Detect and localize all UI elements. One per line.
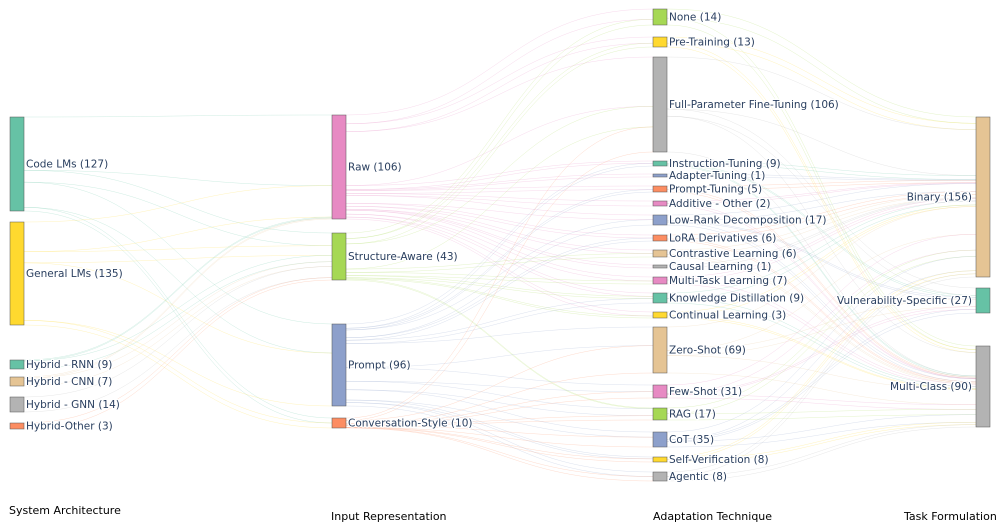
node-label-ad-causal: Causal Learning (1) xyxy=(669,261,771,273)
node-ad-lorad[interactable] xyxy=(652,234,668,242)
node-label-ad-pre: Pre-Training (13) xyxy=(669,37,755,49)
node-label-arch-code: Code LMs (127) xyxy=(26,159,108,171)
node-ad-contr[interactable] xyxy=(652,249,668,258)
link-in_raw-to-ad_none[interactable] xyxy=(345,8,654,125)
node-arch-rnn[interactable] xyxy=(9,359,25,370)
nodes-layer xyxy=(9,8,991,482)
node-label-in-struct: Structure-Aware (43) xyxy=(348,251,458,263)
node-arch-gnn[interactable] xyxy=(9,396,25,413)
node-label-in-prompt: Prompt (96) xyxy=(348,360,411,372)
link-in_prompt-to-ad_inst[interactable] xyxy=(345,163,654,329)
node-label-arch-gen: General LMs (135) xyxy=(26,268,123,280)
link-arch_gen-to-in_struct[interactable] xyxy=(23,245,333,264)
links-layer xyxy=(23,8,977,482)
node-label-ad-cl: Continual Learning (3) xyxy=(669,310,786,322)
node-label-ad-mtl: Multi-Task Learning (7) xyxy=(669,275,787,287)
link-ad_pre-to-task_bin[interactable] xyxy=(666,36,977,130)
stage-title-input-representation: Input Representation xyxy=(331,510,447,523)
node-arch-gen[interactable] xyxy=(9,221,25,326)
node-label-ad-selfv: Self-Verification (8) xyxy=(669,454,769,466)
link-in_raw-to-ad_lorad[interactable] xyxy=(345,203,654,239)
link-in_struct-to-ad_pre[interactable] xyxy=(345,42,654,245)
node-label-ad-ptune: Prompt-Tuning (5) xyxy=(669,184,762,196)
node-label-ad-adapt: Adapter-Tuning (1) xyxy=(669,170,765,182)
node-label-ad-zero: Zero-Shot (69) xyxy=(669,345,746,357)
link-in_prompt-to-ad_agent[interactable] xyxy=(345,402,654,477)
link-in_struct-to-ad_mtl[interactable] xyxy=(345,272,654,285)
labels-layer: Code LMs (127) General LMs (135) Hybrid - … xyxy=(25,10,974,484)
link-in_raw-to-ad_contr[interactable] xyxy=(345,206,654,254)
node-ad-cl[interactable] xyxy=(652,311,668,319)
node-ad-ptune[interactable] xyxy=(652,185,668,193)
node-ad-kd[interactable] xyxy=(652,292,668,304)
node-ad-agent[interactable] xyxy=(652,471,668,482)
node-label-ad-inst: Instruction-Tuning (9) xyxy=(669,158,781,170)
stage-title-adaptation-technique: Adaptation Technique xyxy=(653,510,772,523)
node-label-ad-agent: Agentic (8) xyxy=(669,471,727,483)
link-arch_code-to-in_raw[interactable] xyxy=(23,114,333,186)
node-label-ad-few: Few-Shot (31) xyxy=(669,386,742,398)
node-in-conv[interactable] xyxy=(331,417,347,429)
link-in_raw-to-ad_mtl[interactable] xyxy=(345,209,654,282)
link-in_raw-to-ad_add[interactable] xyxy=(345,193,654,207)
node-label-arch-cnn: Hybrid - CNN (7) xyxy=(26,376,112,388)
node-in-raw[interactable] xyxy=(331,114,347,220)
node-in-struct[interactable] xyxy=(331,232,347,281)
node-label-ad-lorad: LoRA Derivatives (6) xyxy=(669,233,776,245)
node-label-ad-lora: Low-Rank Decomposition (17) xyxy=(669,215,827,227)
node-label-task-vuln: Vulnerability-Specific (27) xyxy=(837,295,972,307)
link-in_conv-to-ad_zero[interactable] xyxy=(345,345,654,424)
node-arch-code[interactable] xyxy=(9,116,25,212)
stage-title-system-architecture: System Architecture xyxy=(9,504,121,517)
node-label-ad-kd: Knowledge Distillation (9) xyxy=(669,293,804,305)
stage-titles: System Architecture Input Representation… xyxy=(9,504,997,523)
link-in_raw-to-ad_lora[interactable] xyxy=(345,195,654,220)
node-label-ad-rag: RAG (17) xyxy=(669,409,716,421)
node-arch-oth[interactable] xyxy=(9,422,25,430)
node-in-prompt[interactable] xyxy=(331,323,347,407)
node-label-in-raw: Raw (106) xyxy=(348,162,402,174)
node-ad-cot[interactable] xyxy=(652,431,668,448)
node-arch-cnn[interactable] xyxy=(9,376,25,387)
node-label-ad-none: None (14) xyxy=(669,12,721,24)
node-ad-mtl[interactable] xyxy=(652,276,668,285)
link-in_raw-to-ad_ptune[interactable] xyxy=(345,185,654,194)
stage-title-task-formulation: Task Formulation xyxy=(903,510,997,523)
node-ad-few[interactable] xyxy=(652,384,668,399)
node-task-multi[interactable] xyxy=(975,345,991,428)
node-ad-lora[interactable] xyxy=(652,214,668,226)
link-arch_rnn-to-in_raw[interactable] xyxy=(23,216,333,362)
link-in_raw-to-ad_cl[interactable] xyxy=(345,216,654,317)
node-ad-zero[interactable] xyxy=(652,326,668,374)
node-label-task-bin: Binary (156) xyxy=(907,192,972,204)
node-label-ad-add: Additive - Other (2) xyxy=(669,198,770,210)
node-label-arch-rnn: Hybrid - RNN (9) xyxy=(26,359,112,371)
node-ad-none[interactable] xyxy=(652,8,668,26)
node-label-in-conv: Conversation-Style (10) xyxy=(348,418,472,430)
node-label-task-multi: Multi-Class (90) xyxy=(890,381,972,393)
node-ad-adapt[interactable] xyxy=(652,173,668,178)
node-ad-pre[interactable] xyxy=(652,36,668,48)
node-task-vuln[interactable] xyxy=(975,287,991,314)
node-label-arch-gnn: Hybrid - GNN (14) xyxy=(26,399,120,411)
link-in_raw-to-ad_pre[interactable] xyxy=(345,36,654,132)
node-ad-add[interactable] xyxy=(652,200,668,207)
node-ad-fpft[interactable] xyxy=(652,56,668,153)
node-ad-causal[interactable] xyxy=(652,264,668,269)
node-label-ad-cot: CoT (35) xyxy=(669,434,714,446)
node-ad-selfv[interactable] xyxy=(652,456,668,463)
node-ad-rag[interactable] xyxy=(652,407,668,421)
node-label-ad-fpft: Full-Parameter Fine-Tuning (106) xyxy=(669,99,839,111)
node-task-bin[interactable] xyxy=(975,116,991,278)
node-ad-inst[interactable] xyxy=(652,160,668,167)
node-label-ad-contr: Contrastive Learning (6) xyxy=(669,248,797,260)
node-label-arch-oth: Hybrid-Other (3) xyxy=(26,421,113,433)
